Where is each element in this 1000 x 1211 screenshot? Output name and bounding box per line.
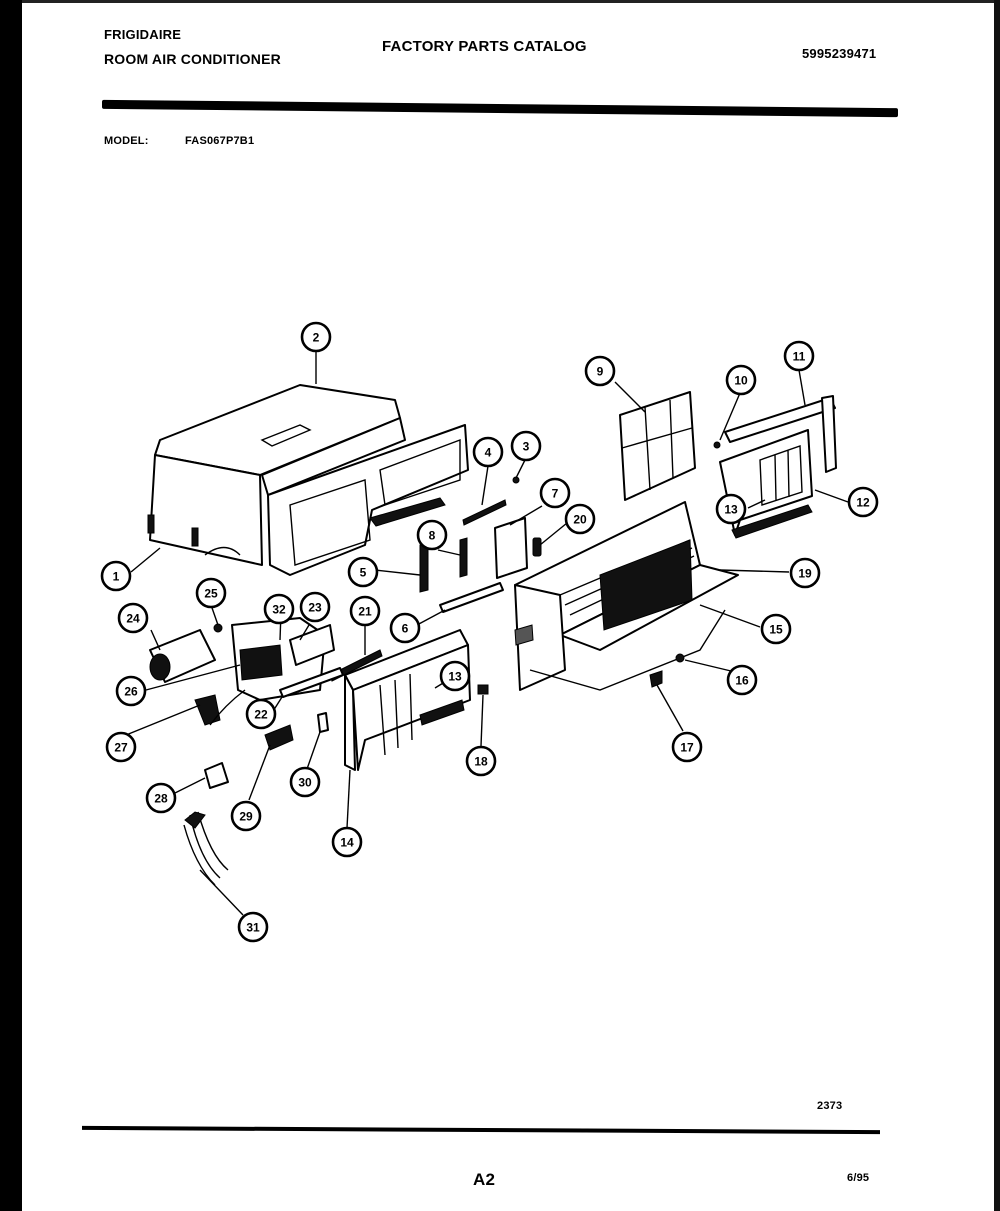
callout-circle <box>299 591 331 623</box>
part-cabinet-wrapper <box>147 384 469 576</box>
callout-number: 26 <box>124 685 138 699</box>
callout-circle <box>347 556 379 588</box>
document-number: 5995239471 <box>802 46 877 61</box>
callout-number: 32 <box>272 603 286 617</box>
callout-number: 18 <box>474 755 488 769</box>
callout-circle <box>726 664 758 696</box>
callout-number: 30 <box>298 776 312 790</box>
callout-circle <box>237 911 269 943</box>
callout-number: 19 <box>798 567 812 581</box>
callouts: 1234567891011121313141516171819202122232… <box>100 321 879 943</box>
callout-circle <box>439 660 471 692</box>
callout-circle <box>230 800 262 832</box>
callout-circle <box>472 436 504 468</box>
callout-number: 17 <box>680 741 694 755</box>
callout-number: 5 <box>360 566 367 580</box>
leader-lines <box>125 352 849 916</box>
callout-circle <box>100 560 132 592</box>
brand-name: FRIGIDAIRE <box>104 27 182 42</box>
callout-number: 13 <box>724 503 738 517</box>
callout-circle <box>115 675 147 707</box>
revision-date: 6/95 <box>847 1172 870 1184</box>
callout-circle <box>105 731 137 763</box>
callout-number: 28 <box>154 792 168 806</box>
callout-circle <box>289 766 321 798</box>
callout-circle <box>539 477 571 509</box>
model-value: FAS067P7B1 <box>185 135 255 147</box>
callout-circle <box>300 321 332 353</box>
callout-circle <box>584 355 616 387</box>
callout-number: 29 <box>239 810 253 824</box>
callout-number: 16 <box>735 674 749 688</box>
callout-number: 13 <box>448 670 462 684</box>
scan-border-right <box>994 0 1000 1211</box>
scan-border-top <box>0 0 1000 3</box>
callout-number: 10 <box>734 374 748 388</box>
callout-number: 6 <box>402 622 409 636</box>
callout-number: 9 <box>597 365 604 379</box>
callout-number: 7 <box>552 487 559 501</box>
callout-number: 14 <box>340 836 354 850</box>
figure-number: 2373 <box>817 1100 843 1112</box>
callout-number: 24 <box>126 612 140 626</box>
callout-circle <box>349 595 381 627</box>
callout-circle <box>783 340 815 372</box>
part-front-panel <box>514 501 739 691</box>
callout-number: 25 <box>204 587 218 601</box>
callout-circle <box>564 503 596 535</box>
callout-number: 20 <box>573 513 587 527</box>
callout-circle <box>465 745 497 777</box>
scan-border-left <box>0 0 22 1211</box>
callout-number: 23 <box>308 601 322 615</box>
callout-circle <box>789 557 821 589</box>
product-name: ROOM AIR CONDITIONER <box>104 51 281 67</box>
callout-circle <box>671 731 703 763</box>
callout-number: 4 <box>485 446 492 460</box>
callout-circle <box>145 782 177 814</box>
model-label: MODEL: <box>104 135 149 147</box>
catalog-title: FACTORY PARTS CATALOG <box>382 38 587 55</box>
callout-number: 8 <box>429 529 436 543</box>
part-compressor-group <box>149 617 344 886</box>
callout-circle <box>389 612 421 644</box>
callout-number: 15 <box>769 623 783 637</box>
callout-circle <box>715 493 747 525</box>
callout-circle <box>331 826 363 858</box>
callout-circle <box>725 364 757 396</box>
callout-number: 11 <box>793 350 806 364</box>
callout-circle <box>195 577 227 609</box>
callout-circle <box>263 593 295 625</box>
callout-number: 3 <box>523 440 530 454</box>
callout-number: 31 <box>246 921 260 935</box>
callout-number: 1 <box>113 570 120 584</box>
callout-circle <box>416 519 448 551</box>
part-filter-grille <box>619 391 696 501</box>
callout-circle <box>847 486 879 518</box>
callout-circle <box>510 430 542 462</box>
callout-number: 22 <box>254 708 268 722</box>
page-number: A2 <box>473 1170 496 1189</box>
callout-number: 27 <box>114 741 128 755</box>
part-evaporator <box>344 629 471 771</box>
callout-number: 2 <box>313 331 320 345</box>
callout-circle <box>117 602 149 634</box>
callout-circle <box>245 698 277 730</box>
callout-number: 12 <box>856 496 870 510</box>
callout-circle <box>760 613 792 645</box>
callout-number: 21 <box>358 605 372 619</box>
